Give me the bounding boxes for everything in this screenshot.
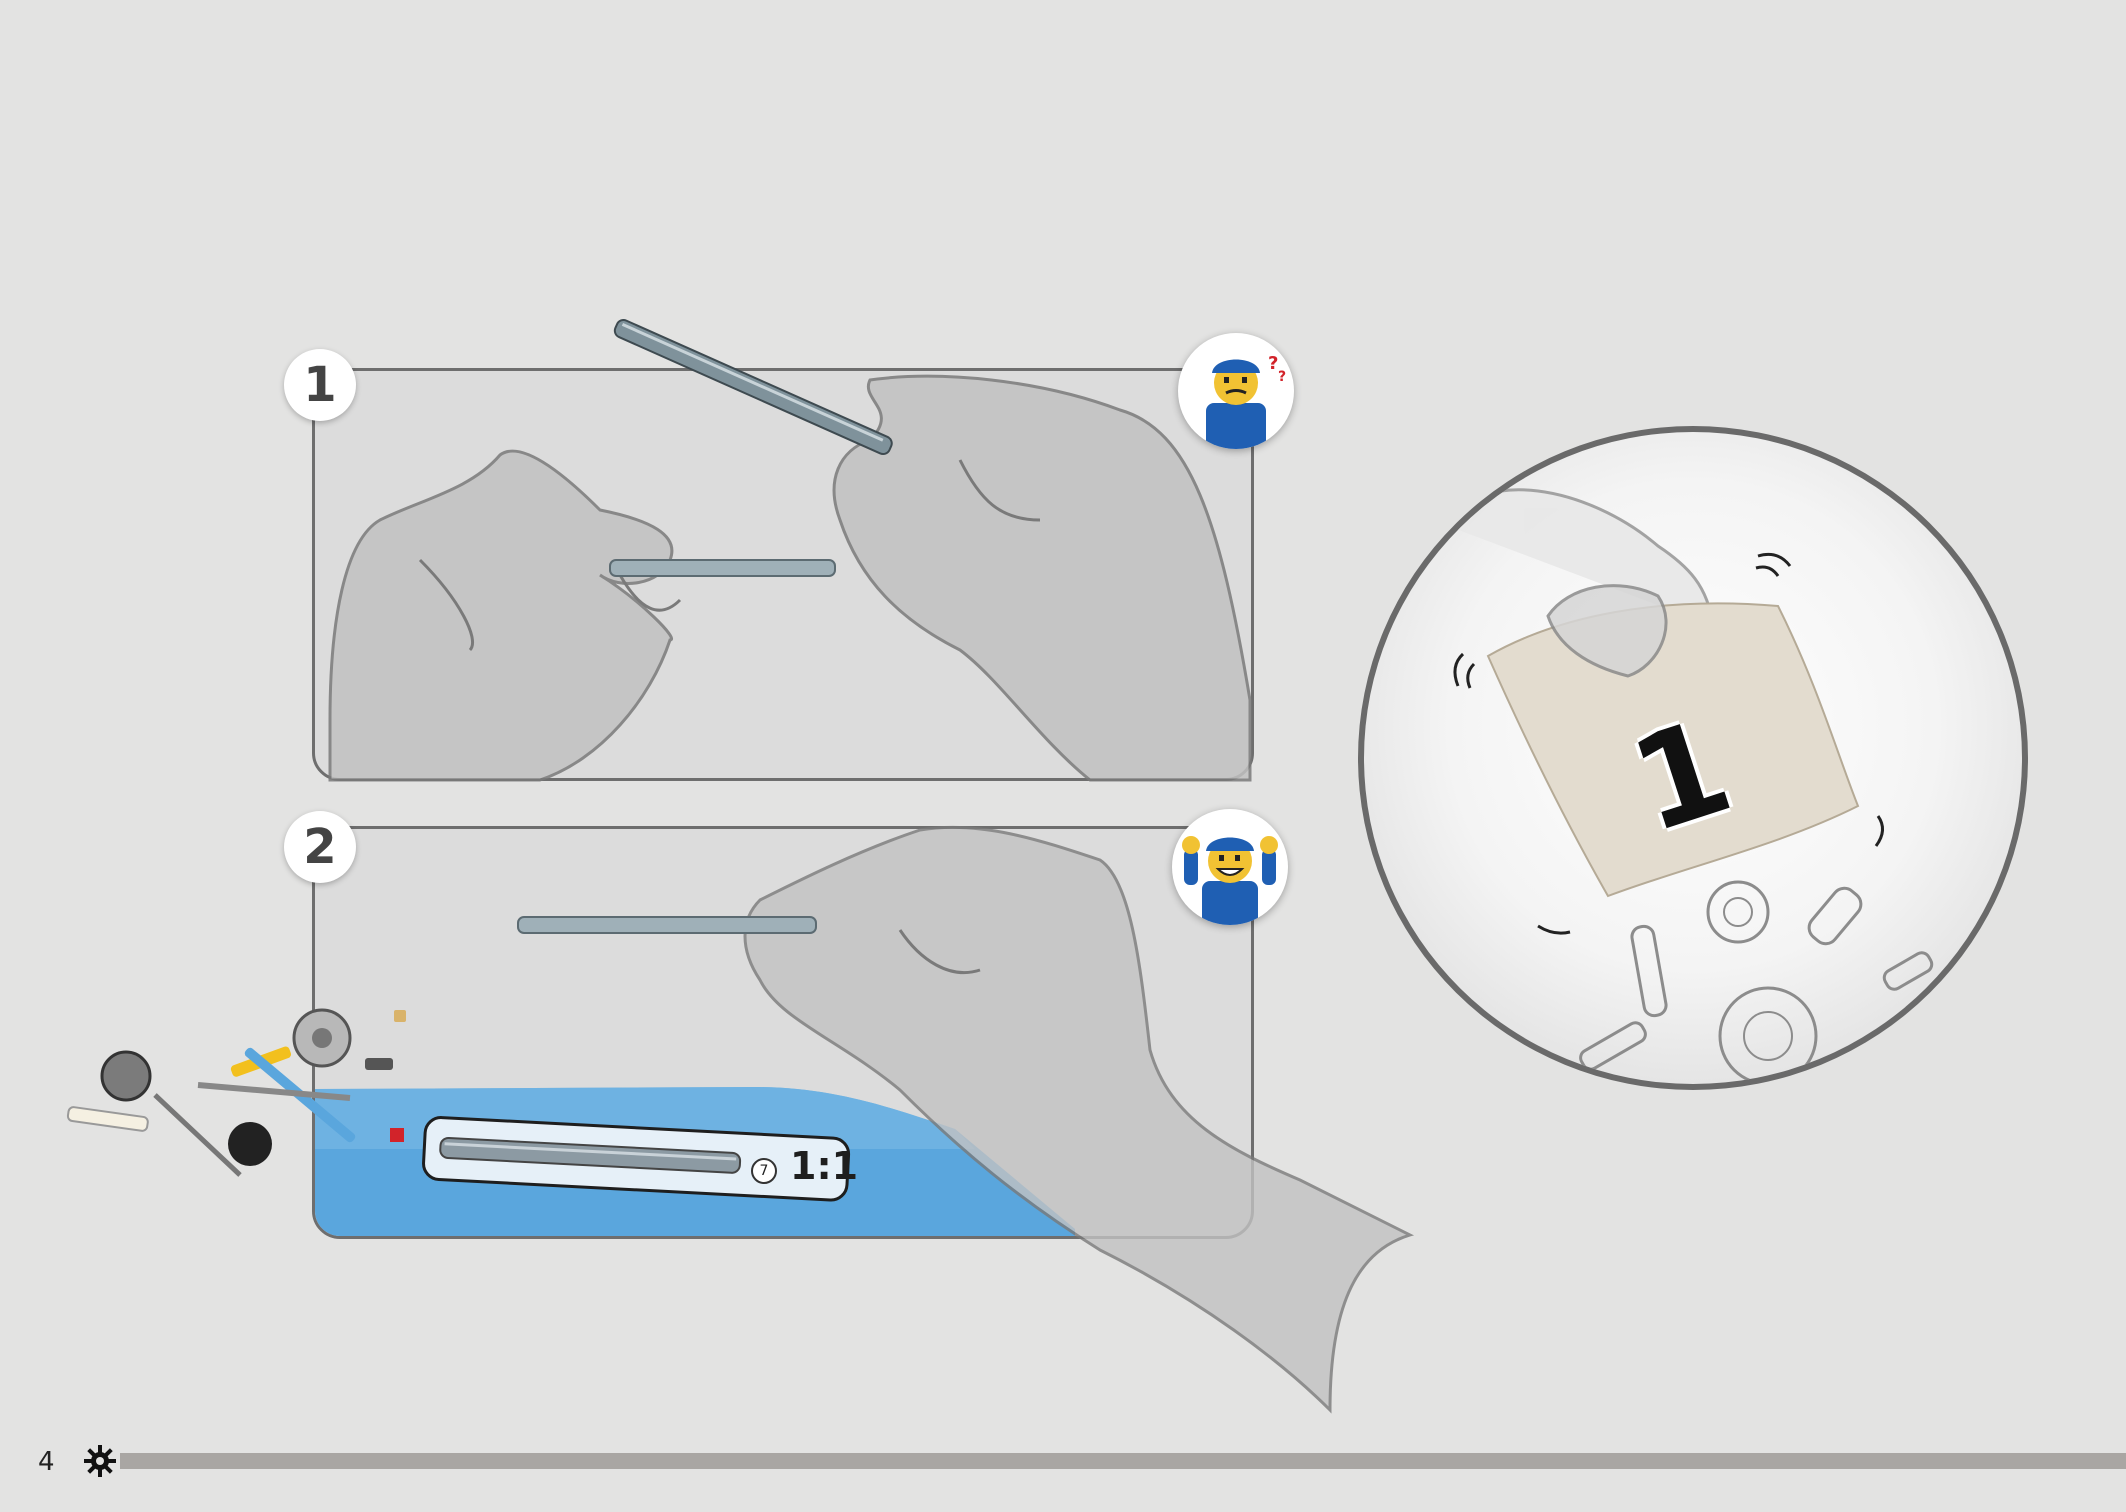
minifigure-cheering-icon	[1172, 809, 1288, 925]
step-1-panel	[312, 368, 1254, 781]
sorting-mat	[315, 1087, 1075, 1236]
step-1-number: 1	[284, 349, 356, 421]
svg-text:?: ?	[1268, 353, 1278, 374]
svg-text:?: ?	[1278, 369, 1286, 385]
step-2-panel	[312, 826, 1254, 1239]
bag-callout	[1358, 426, 2028, 1090]
scale-label: 1:1	[790, 1144, 859, 1188]
gear-icon	[84, 1445, 116, 1477]
minifigure-confused-icon: ? ?	[1178, 333, 1294, 449]
step-2-number: 2	[284, 811, 356, 883]
footer-bar	[120, 1453, 2126, 1469]
page-number: 4	[38, 1447, 55, 1477]
axle-length-indicator: 7	[751, 1158, 777, 1184]
